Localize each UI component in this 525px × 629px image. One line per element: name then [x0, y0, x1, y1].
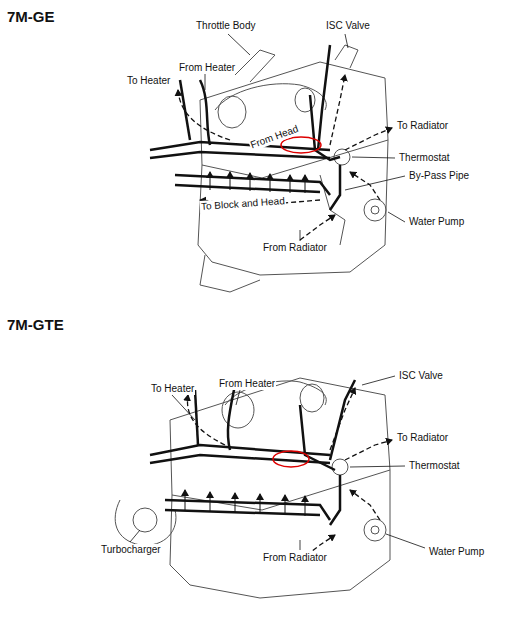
engine-heading: 7M-GTE [6, 316, 65, 333]
part-label: To Heater [150, 383, 195, 395]
part-label: From Radiator [262, 552, 328, 564]
part-label: From Radiator [262, 242, 328, 254]
part-label: By-Pass Pipe [408, 170, 470, 182]
part-label: From Heater [178, 62, 236, 74]
part-label: To Heater [126, 75, 171, 87]
engine-heading: 7M-GE [6, 8, 56, 25]
part-label: Throttle Body [195, 20, 256, 32]
part-label: To Radiator [396, 432, 449, 444]
part-label: Water Pump [428, 546, 485, 558]
part-label: Water Pump [408, 216, 465, 228]
part-label: Turbocharger [100, 544, 162, 556]
part-label: ISC Valve [398, 370, 444, 382]
part-label: To Radiator [396, 120, 449, 132]
part-label: Thermostat [408, 460, 461, 472]
part-label: From Heater [218, 378, 276, 390]
part-label: ISC Valve [325, 20, 371, 32]
part-label: To Block and Head [200, 195, 287, 213]
part-label: Thermostat [398, 152, 451, 164]
